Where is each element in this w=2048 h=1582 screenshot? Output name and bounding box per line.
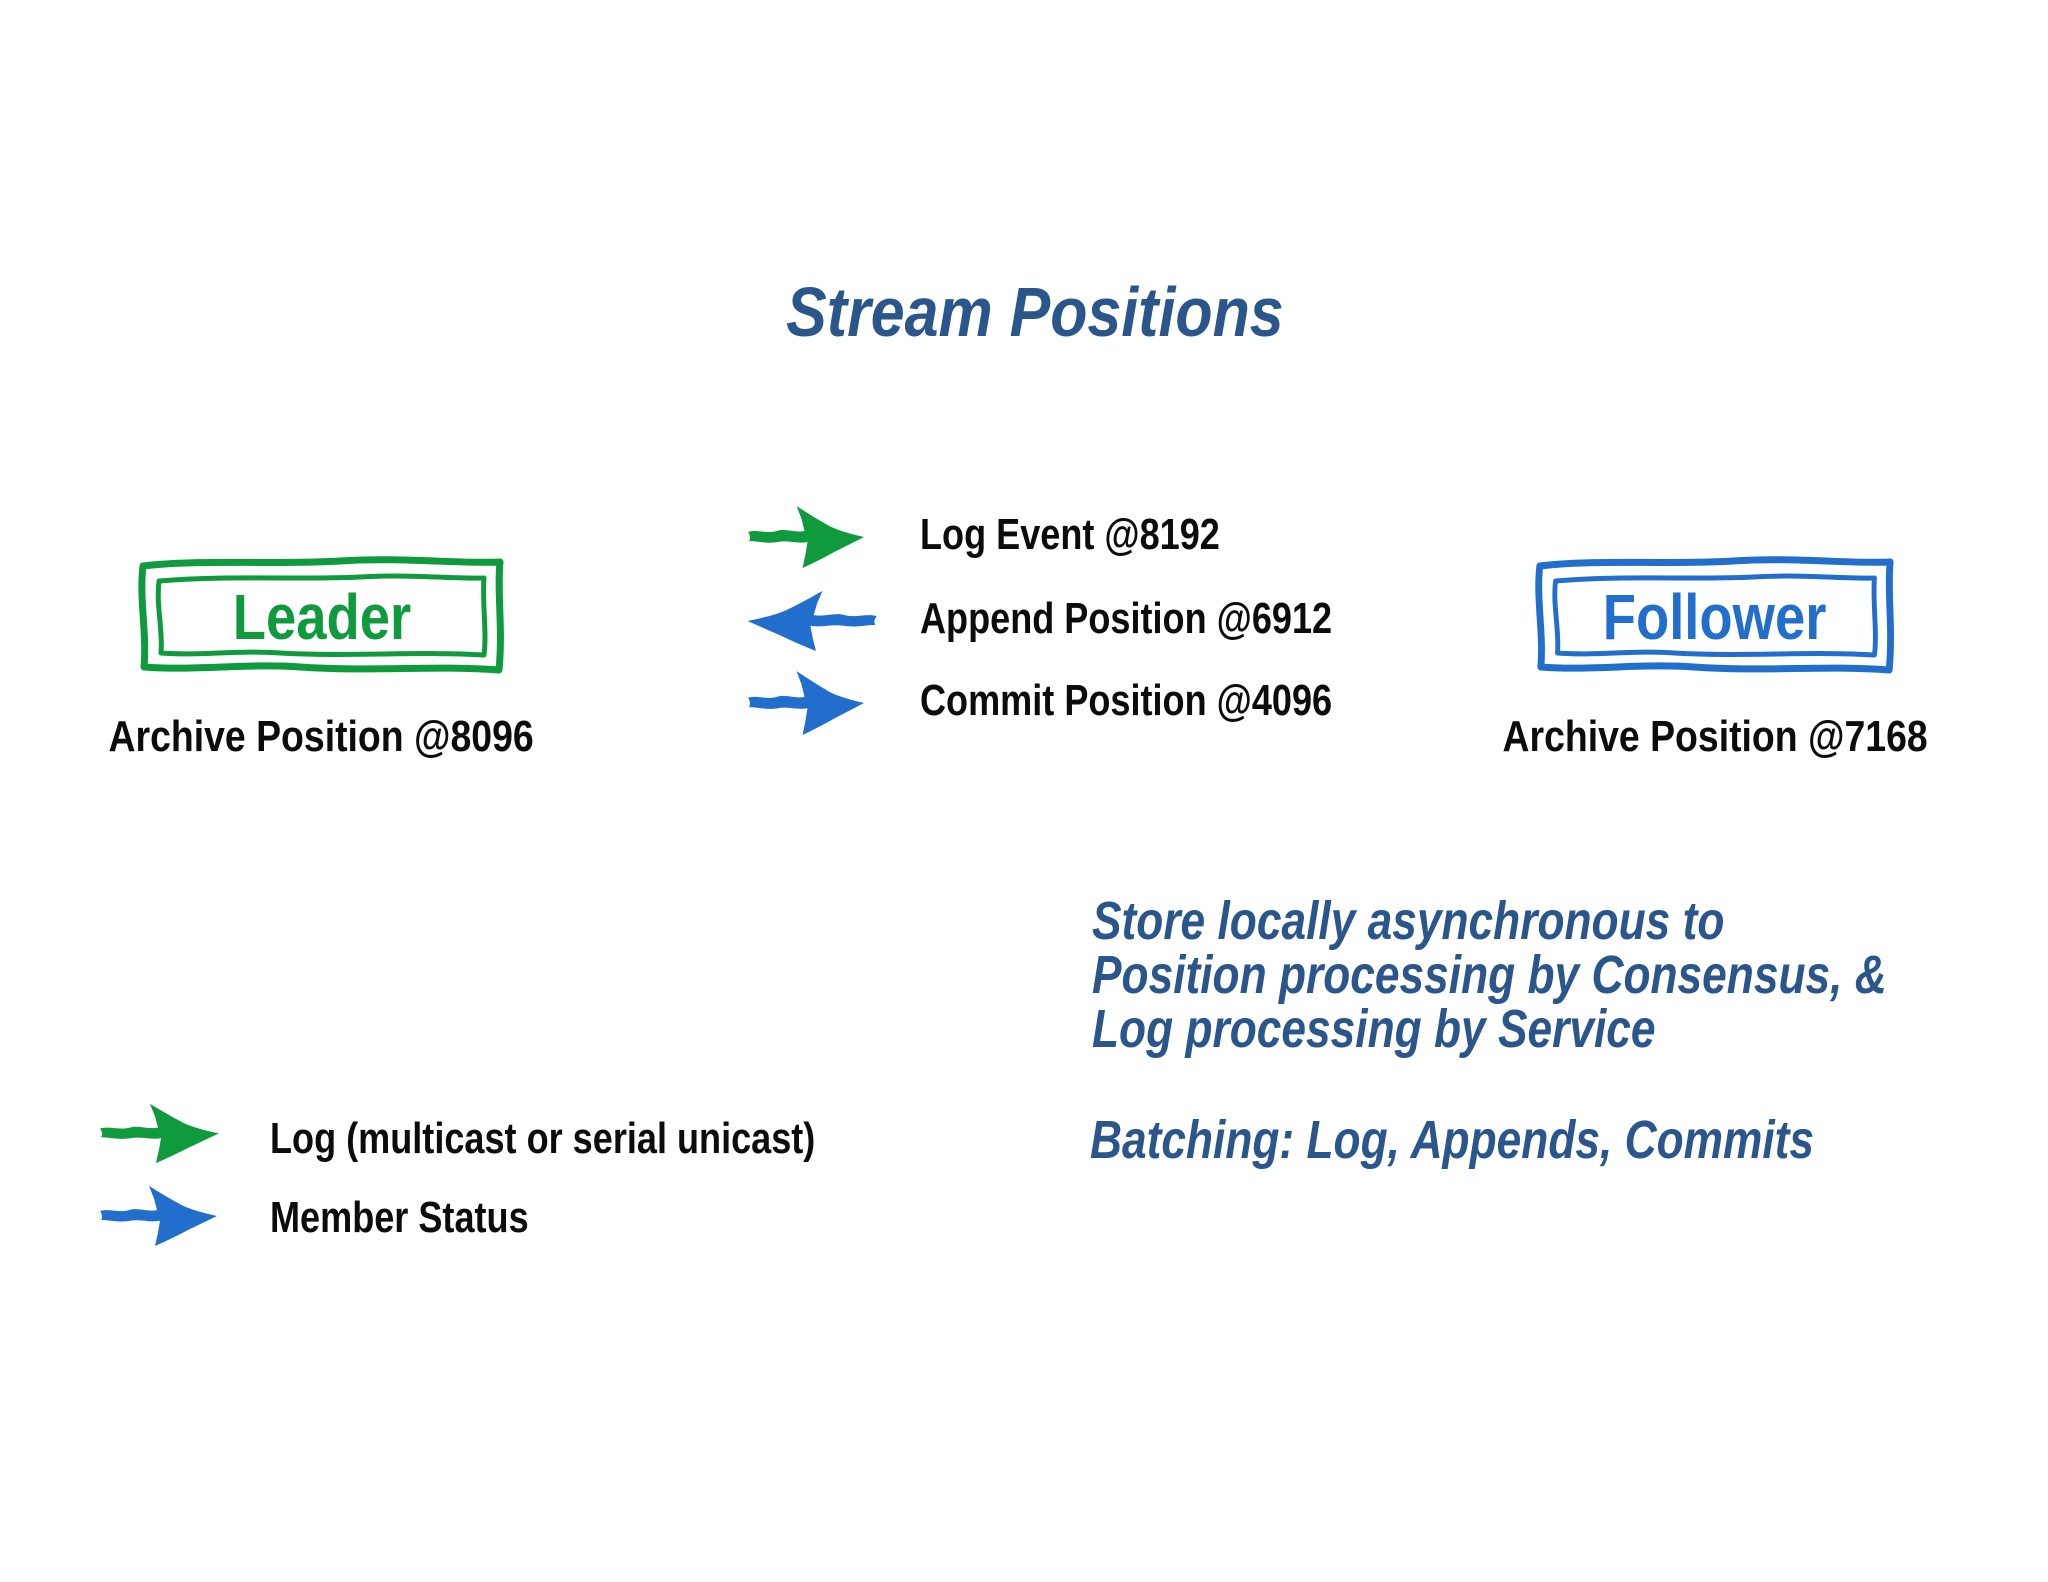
legend-member-status-label: Member Status (270, 1193, 529, 1242)
follower-archive-text: Archive Position @7168 (1502, 712, 1928, 761)
leader-box-frame-icon (138, 556, 504, 674)
batching-note: Batching: Log, Appends, Commits (1090, 1113, 1973, 1167)
append-position-label: Append Position @6912 (920, 594, 1333, 643)
follower-label: Follower (1603, 581, 1827, 653)
page-title: Stream Positions (22, 277, 2048, 347)
follower-box-outer-stroke (1535, 556, 1895, 674)
store-note-line-1: Store locally asynchronous to (1092, 891, 1725, 951)
commit-position-label: Commit Position @4096 (920, 676, 1333, 725)
legend-green-arrow-shape (100, 1103, 219, 1164)
green-right-arrow-icon (747, 506, 865, 568)
follower-node: Follower (1532, 553, 1898, 681)
blue-right-arrow-shape (747, 671, 865, 735)
append-position-label-row: Append Position @6912 (920, 585, 1540, 653)
log-event-label-row: Log Event @8192 (920, 500, 1540, 570)
blue-right-arrow-icon (747, 671, 865, 735)
legend-blue-right-arrow-icon (100, 1185, 217, 1247)
legend-blue-arrow-shape (100, 1185, 217, 1247)
leader-label: Leader (232, 581, 411, 653)
leader-archive-text: Archive Position @8096 (108, 712, 534, 761)
store-note: Store locally asynchronous to Position p… (1092, 894, 2048, 1056)
leader-box-inner-stroke (155, 573, 488, 658)
batching-note-text: Batching: Log, Appends, Commits (1090, 1110, 1815, 1170)
legend-green-right-arrow-icon (100, 1103, 219, 1164)
page-title-text: Stream Positions (786, 273, 1284, 351)
blue-left-arrow-shape (747, 590, 877, 652)
leader-box-outer-stroke (138, 556, 504, 674)
store-note-line-2: Position processing by Consensus, & (1092, 945, 1887, 1005)
commit-position-label-row: Commit Position @4096 (920, 665, 1540, 737)
store-note-line-3: Log processing by Service (1092, 999, 1656, 1059)
legend-log-label: Log (multicast or serial unicast) (270, 1114, 816, 1163)
log-event-label: Log Event @8192 (920, 510, 1220, 559)
follower-box-frame-icon (1535, 556, 1895, 674)
legend-member-status-row: Member Status (270, 1185, 970, 1251)
leader-archive-position: Archive Position @8096 (108, 704, 534, 770)
legend-log-row: Log (multicast or serial unicast) (270, 1106, 970, 1172)
blue-left-arrow-icon (747, 590, 877, 652)
leader-node: Leader (135, 553, 508, 681)
follower-box-inner-stroke (1552, 573, 1878, 658)
green-right-arrow-shape (747, 506, 865, 568)
follower-archive-position: Archive Position @7168 (1502, 704, 1928, 770)
